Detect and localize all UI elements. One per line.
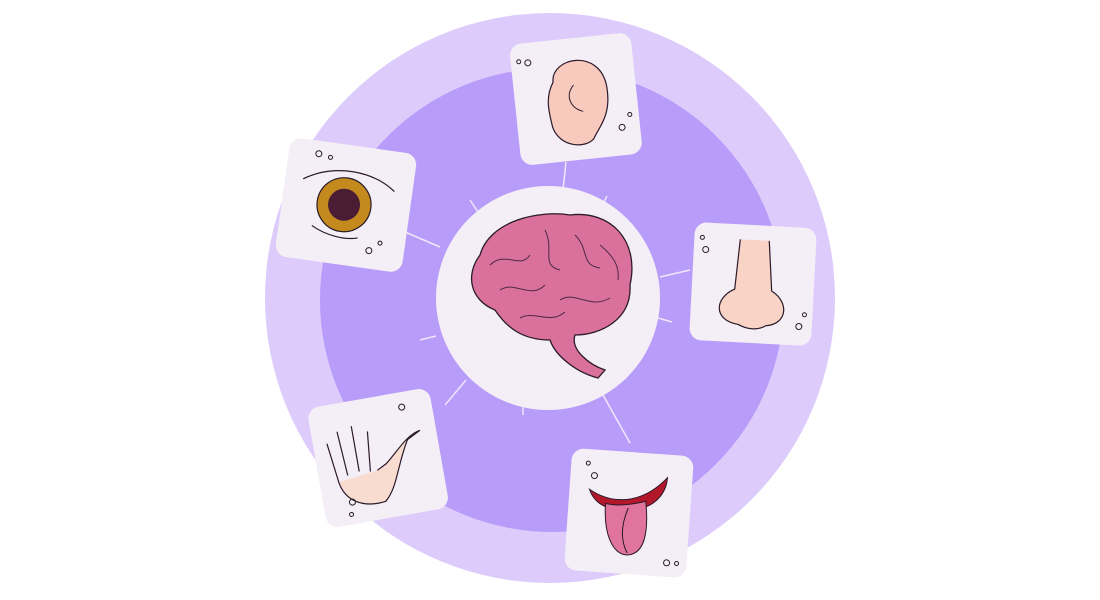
mouth-card (564, 448, 694, 578)
ear-icon (547, 59, 609, 146)
hand-card (308, 389, 448, 527)
nose-card (689, 222, 817, 346)
brain-icon (436, 186, 660, 410)
mouth-icon (588, 476, 669, 556)
nose-icon (718, 239, 785, 330)
hand-icon (326, 426, 421, 505)
ear-card (510, 33, 642, 165)
eye-icon (302, 170, 395, 240)
eye-card (275, 138, 417, 272)
